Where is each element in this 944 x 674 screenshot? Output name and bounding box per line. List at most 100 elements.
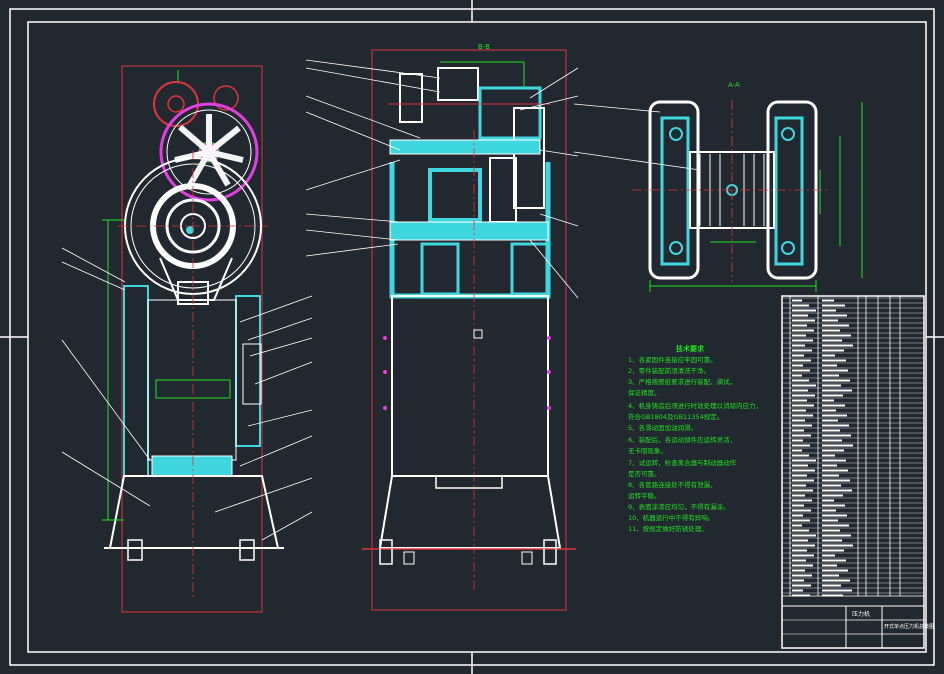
side-view	[61, 65, 313, 613]
parts-row-mark	[822, 324, 849, 327]
parts-row-mark	[792, 354, 804, 357]
parts-row-mark	[792, 499, 812, 502]
parts-row-mark	[822, 484, 841, 487]
parts-row-mark	[792, 474, 807, 477]
parts-row-mark	[792, 409, 806, 412]
parts-row-mark	[792, 304, 809, 307]
parts-row-mark	[822, 509, 836, 512]
parts-row-mark	[822, 589, 852, 592]
parts-row-mark	[792, 319, 815, 322]
parts-row-mark	[792, 314, 808, 317]
section-bb-label: B-B	[478, 43, 490, 51]
parts-row-mark	[822, 499, 834, 502]
parts-row-mark	[792, 464, 808, 467]
parts-row-mark	[822, 344, 853, 347]
parts-row-mark	[822, 319, 838, 322]
parts-row-mark	[792, 399, 807, 402]
parts-row-mark	[822, 524, 849, 527]
tech-req-item-6b: 无卡阻现象。	[628, 446, 667, 455]
parts-row-mark	[792, 429, 804, 432]
parts-row-mark	[792, 539, 808, 542]
parts-row-mark	[792, 299, 802, 302]
parts-row-mark	[792, 554, 814, 557]
parts-row-mark	[822, 504, 845, 507]
parts-row-mark	[792, 389, 808, 392]
title-block-drawing-title: 开式单点压力机总装图	[884, 623, 934, 630]
tech-req-item-8: 8、各管路连接处不得有泄漏，	[628, 480, 717, 489]
parts-row-mark	[822, 464, 837, 467]
parts-row-mark	[822, 384, 841, 387]
parts-row-mark	[792, 324, 807, 327]
title-block-name: 压力机	[852, 610, 870, 618]
tech-req-item-2: 2、零件装配前须清洗干净。	[628, 366, 710, 375]
parts-row-mark	[822, 394, 843, 397]
parts-row-mark	[822, 349, 844, 352]
parts-row-mark	[792, 454, 809, 457]
tech-req-item-3b: 保证精度。	[628, 388, 661, 397]
parts-row-mark	[792, 349, 812, 352]
parts-row-mark	[822, 519, 838, 522]
parts-row-mark	[822, 539, 842, 542]
parts-row-mark	[792, 309, 816, 312]
parts-row-mark	[792, 504, 804, 507]
parts-row-mark	[792, 489, 813, 492]
parts-row-mark	[792, 564, 813, 567]
parts-row-mark	[822, 549, 844, 552]
parts-row-mark	[822, 574, 839, 577]
parts-row-mark	[792, 339, 813, 342]
parts-row-mark	[822, 379, 850, 382]
tech-req-item-7b: 是否可靠。	[628, 469, 661, 478]
parts-row-mark	[822, 314, 847, 317]
parts-row-mark	[822, 474, 839, 477]
parts-row-mark	[822, 569, 848, 572]
parts-row-mark	[822, 309, 836, 312]
parts-row-mark	[792, 459, 816, 462]
parts-row-mark	[792, 544, 815, 547]
parts-row-mark	[792, 369, 810, 372]
parts-row-mark	[822, 419, 838, 422]
parts-row-mark	[792, 419, 805, 422]
tech-req-item-4: 4、机身铸造后须进行时效处理以消除内应力，	[628, 401, 762, 410]
parts-row-mark	[822, 429, 840, 432]
parts-row-mark	[822, 434, 851, 437]
parts-row-mark	[792, 444, 810, 447]
parts-row-mark	[822, 489, 852, 492]
parts-row-mark	[792, 549, 807, 552]
parts-row-mark	[792, 529, 809, 532]
parts-row-mark	[822, 359, 846, 362]
parts-row-mark	[792, 359, 811, 362]
parts-row-mark	[822, 554, 835, 557]
technical-requirements: 技术要求 1、各紧固件连接应牢固可靠。 2、零件装配前须清洗干净。 3、严格按图…	[628, 344, 762, 533]
parts-row-mark	[822, 544, 853, 547]
parts-row-mark	[822, 579, 850, 582]
tech-req-item-9: 9、表面涂漆应均匀，不得有漏涂。	[628, 502, 730, 511]
parts-row-mark	[792, 439, 803, 442]
parts-row-mark	[792, 424, 812, 427]
parts-row-mark	[822, 449, 844, 452]
parts-row-mark	[792, 374, 802, 377]
tech-req-item-4b: 符合GB1804及GB11354规定。	[628, 412, 723, 421]
parts-row-mark	[822, 439, 842, 442]
parts-row-mark	[822, 304, 845, 307]
parts-row-mark	[822, 529, 840, 532]
parts-row-mark	[822, 469, 848, 472]
parts-row-mark	[792, 579, 804, 582]
parts-row-mark	[822, 369, 848, 372]
parts-row-mark	[822, 334, 851, 337]
parts-row-mark	[792, 384, 816, 387]
parts-row-mark	[792, 524, 802, 527]
tech-req-item-6: 6、装配后，各运动部件应运转灵活，	[628, 435, 736, 444]
tech-req-item-1: 1、各紧固件连接应牢固可靠。	[628, 355, 717, 364]
parts-row-mark	[792, 344, 805, 347]
parts-row-mark	[822, 564, 837, 567]
parts-row-mark	[792, 379, 809, 382]
parts-row-mark	[792, 594, 810, 597]
parts-row-mark	[822, 364, 837, 367]
parts-row-mark	[822, 414, 847, 417]
parts-row-mark	[792, 334, 806, 337]
tech-req-item-11: 11、按规定做好防锈处理。	[628, 524, 708, 533]
parts-row-mark	[792, 394, 815, 397]
parts-row-mark	[822, 424, 849, 427]
